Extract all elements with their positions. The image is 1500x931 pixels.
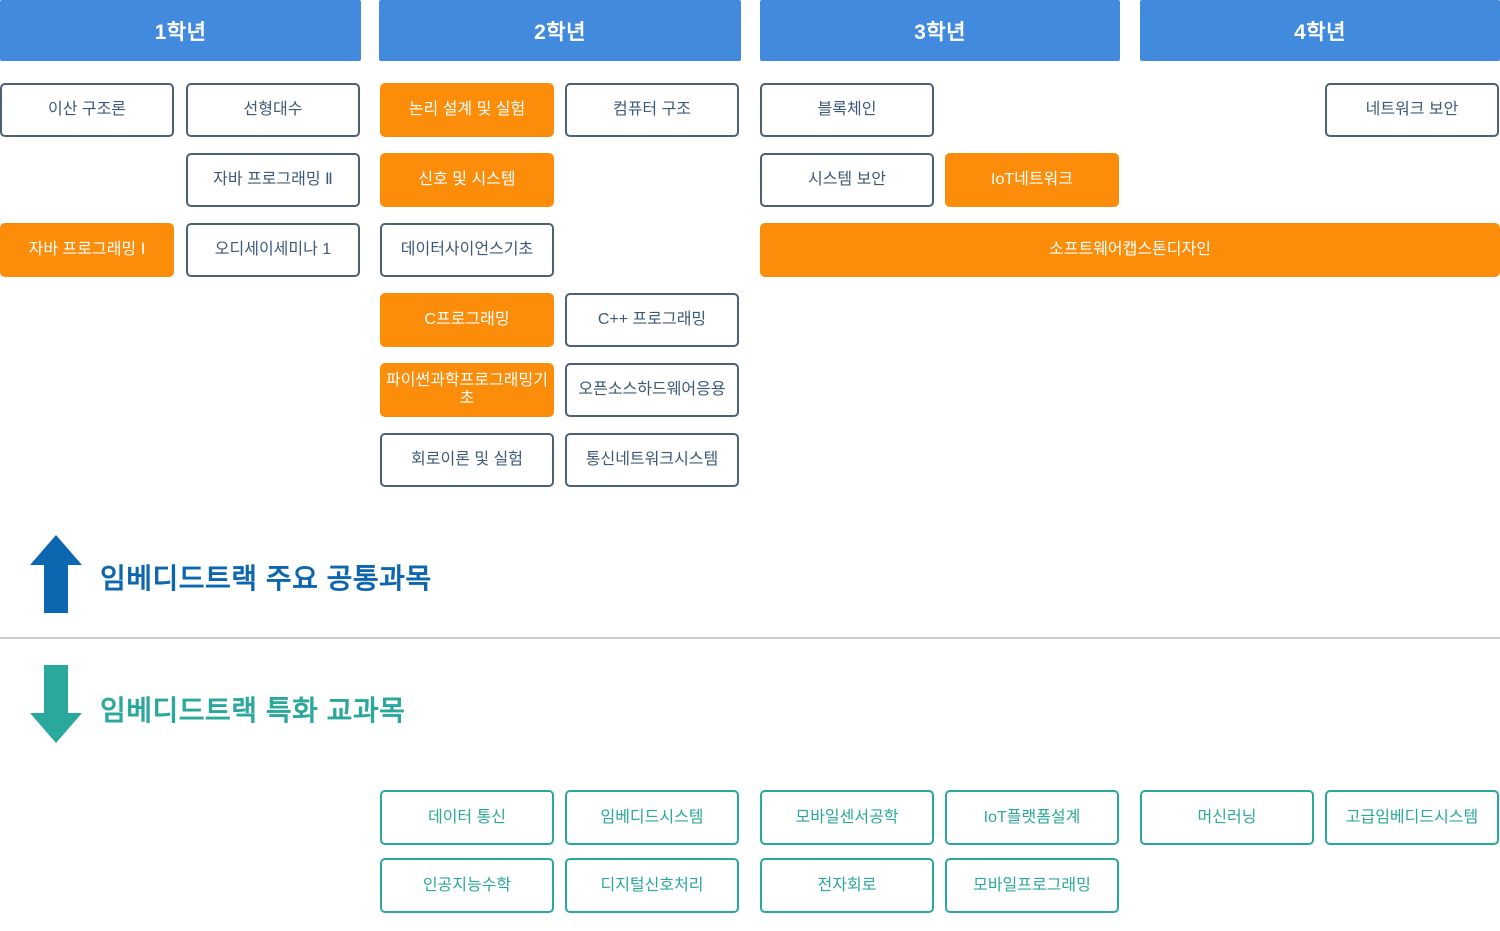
course-box: 컴퓨터 구조 — [565, 83, 739, 137]
year-header-3: 3학년 — [760, 0, 1120, 61]
special-course-box: 전자회로 — [760, 858, 934, 913]
special-course-box: 고급임베디드시스템 — [1325, 790, 1499, 845]
year-header-4: 4학년 — [1140, 0, 1500, 61]
section-divider — [0, 637, 1500, 639]
course-box-highlighted: 파이썬과학프로그래밍기초 — [380, 363, 554, 417]
course-box: 블록체인 — [760, 83, 934, 137]
course-box: 오픈소스하드웨어응용 — [565, 363, 739, 417]
course-box: C++ 프로그래밍 — [565, 293, 739, 347]
course-box: 회로이론 및 실험 — [380, 433, 554, 487]
special-course-box: IoT플랫폼설계 — [945, 790, 1119, 845]
course-box: 통신네트워크시스템 — [565, 433, 739, 487]
course-box-highlighted: 신호 및 시스템 — [380, 153, 554, 207]
common-section-label: 임베디드트랙 주요 공통과목 — [100, 563, 432, 594]
course-box: 네트워크 보안 — [1325, 83, 1499, 137]
special-course-box: 인공지능수학 — [380, 858, 554, 913]
course-box-highlighted-wide: 소프트웨어캡스톤디자인 — [760, 223, 1500, 277]
course-box: 오디세이세미나 1 — [186, 223, 360, 277]
special-section-label: 임베디드트랙 특화 교과목 — [100, 695, 406, 726]
special-course-box: 데이터 통신 — [380, 790, 554, 845]
special-course-box: 머신러닝 — [1140, 790, 1314, 845]
course-box: 시스템 보안 — [760, 153, 934, 207]
course-box: 선형대수 — [186, 83, 360, 137]
special-course-box: 임베디드시스템 — [565, 790, 739, 845]
special-course-box: 모바일프로그래밍 — [945, 858, 1119, 913]
special-course-box: 디지털신호처리 — [565, 858, 739, 913]
course-box: 이산 구조론 — [0, 83, 174, 137]
course-box-highlighted: 자바 프로그래밍 Ⅰ — [0, 223, 174, 277]
down-arrow-icon — [30, 665, 82, 748]
course-box-highlighted: IoT네트워크 — [945, 153, 1119, 207]
course-box-highlighted: 논리 설계 및 실험 — [380, 83, 554, 137]
year-header-1: 1학년 — [0, 0, 361, 61]
special-course-box: 모바일센서공학 — [760, 790, 934, 845]
course-box-highlighted: C프로그래밍 — [380, 293, 554, 347]
course-box: 데이터사이언스기초 — [380, 223, 554, 277]
year-header-2: 2학년 — [379, 0, 741, 61]
course-box: 자바 프로그래밍 Ⅱ — [186, 153, 360, 207]
up-arrow-icon — [30, 535, 82, 618]
